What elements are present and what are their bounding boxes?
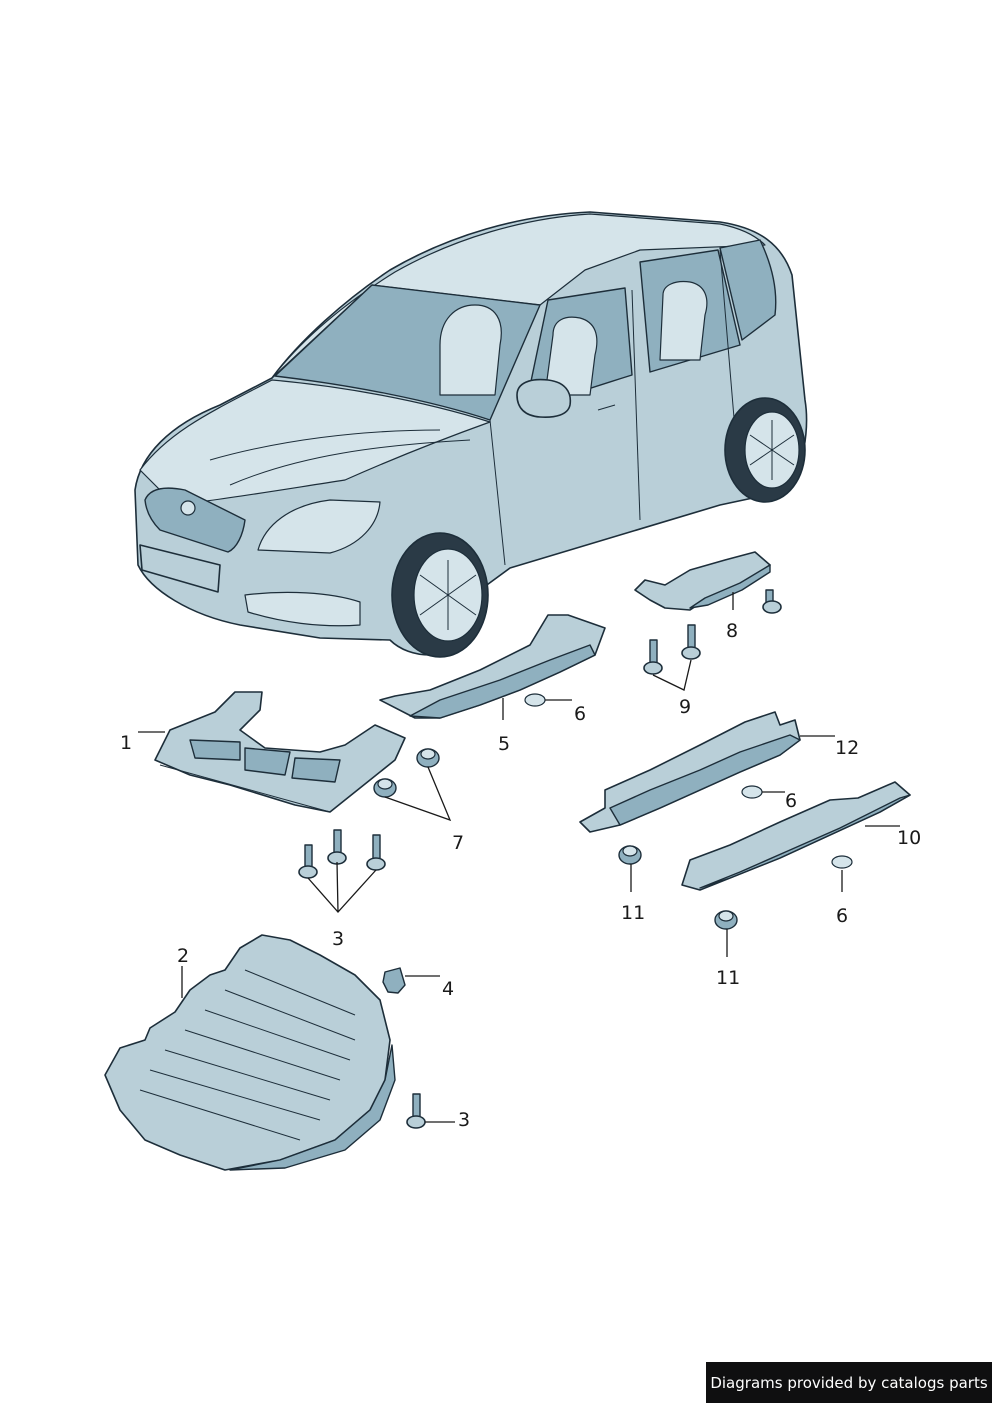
callout-1: 1 xyxy=(120,732,133,754)
callout-12: 12 xyxy=(835,737,860,759)
part-2-engine-shield xyxy=(104,934,396,1171)
callout-3-lower: 3 xyxy=(458,1109,471,1131)
part-12-side-underbody-trim xyxy=(579,711,801,833)
fastener-nuts xyxy=(373,748,738,994)
screw-icon xyxy=(327,829,347,865)
leader-lines xyxy=(138,592,900,1123)
washer-icon xyxy=(831,855,853,869)
callout-3-upper: 3 xyxy=(332,928,345,950)
nut-icon xyxy=(714,910,738,930)
callout-8: 8 xyxy=(726,620,739,642)
vehicle-illustration xyxy=(134,211,808,658)
callout-11-b: 11 xyxy=(716,967,741,989)
screw-icon xyxy=(366,834,386,871)
screw-icon xyxy=(643,639,663,675)
screw-icon xyxy=(762,589,782,614)
callout-5: 5 xyxy=(498,733,511,755)
callout-11-a: 11 xyxy=(621,902,646,924)
nut-icon xyxy=(416,748,440,768)
callout-6-b: 6 xyxy=(785,790,798,812)
callout-4: 4 xyxy=(442,978,455,1000)
washer-icon xyxy=(524,693,546,707)
part-5-side-underbody-trim xyxy=(379,614,606,719)
part-1-front-underbody-cover xyxy=(154,691,406,813)
washer-icon xyxy=(741,785,763,799)
nut-icon xyxy=(618,845,642,865)
callout-2: 2 xyxy=(177,945,190,967)
screw-icon xyxy=(681,624,701,660)
fastener-screws-9 xyxy=(643,589,782,675)
part-8-bracket-trim xyxy=(634,551,771,611)
callout-9: 9 xyxy=(679,696,692,718)
nut-icon xyxy=(373,778,397,798)
callout-6-c: 6 xyxy=(836,905,849,927)
credit-banner: Diagrams provided by catalogs parts xyxy=(706,1362,992,1403)
screw-icon xyxy=(298,844,318,879)
callout-7: 7 xyxy=(452,832,465,854)
credit-text: Diagrams provided by catalogs parts xyxy=(710,1373,988,1392)
callout-10: 10 xyxy=(897,827,922,849)
callout-6-a: 6 xyxy=(574,703,587,725)
part-10-side-underbody-trim xyxy=(681,781,911,891)
clip-icon xyxy=(382,967,406,994)
screw-icon xyxy=(406,1093,426,1129)
